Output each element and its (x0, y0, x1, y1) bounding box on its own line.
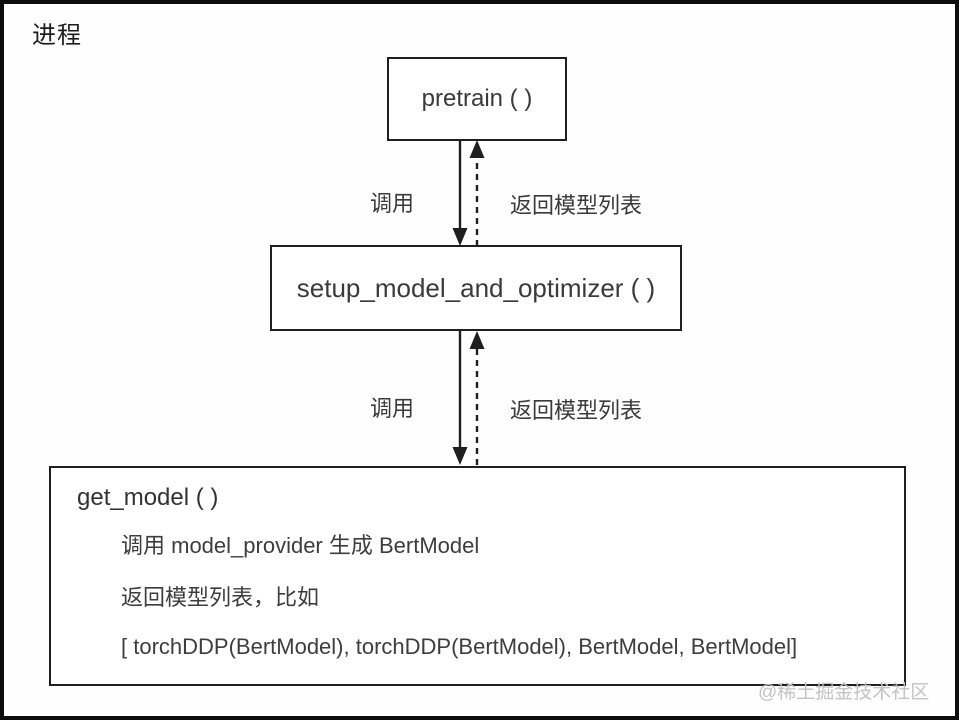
node-setup-label: setup_model_and_optimizer ( ) (296, 272, 656, 303)
node-setup-model-and-optimizer: setup_model_and_optimizer ( ) (270, 245, 682, 331)
call-arrow-down-icon (452, 140, 468, 246)
edge-pretrain-setup-arrows (452, 140, 485, 246)
get-model-detail-line: 返回模型列表，比如 (121, 585, 320, 610)
edge-setup-getmodel-arrows (452, 331, 485, 465)
page-title: 进程 (32, 22, 82, 49)
get-model-detail-line: [ torchDDP(BertModel), torchDDP(BertMode… (121, 634, 798, 659)
call-arrow-down-icon (452, 331, 468, 465)
node-get-model: get_model ( ) 调用 model_provider 生成 BertM… (49, 466, 906, 686)
watermark: @稀土掘金技术社区 (758, 682, 930, 703)
node-pretrain: pretrain ( ) (387, 57, 567, 141)
edge2-call-label: 调用 (370, 396, 415, 421)
edge1-return-label: 返回模型列表 (510, 193, 643, 218)
node-pretrain-label: pretrain ( ) (421, 85, 533, 112)
return-arrow-up-dashed-icon (469, 140, 485, 246)
get-model-detail-line: 调用 model_provider 生成 BertModel (121, 533, 480, 558)
edge1-call-label: 调用 (370, 191, 415, 216)
return-arrow-up-dashed-icon (469, 331, 485, 465)
node-get-model-title: get_model ( ) (77, 484, 219, 511)
edge2-return-label: 返回模型列表 (510, 398, 643, 423)
